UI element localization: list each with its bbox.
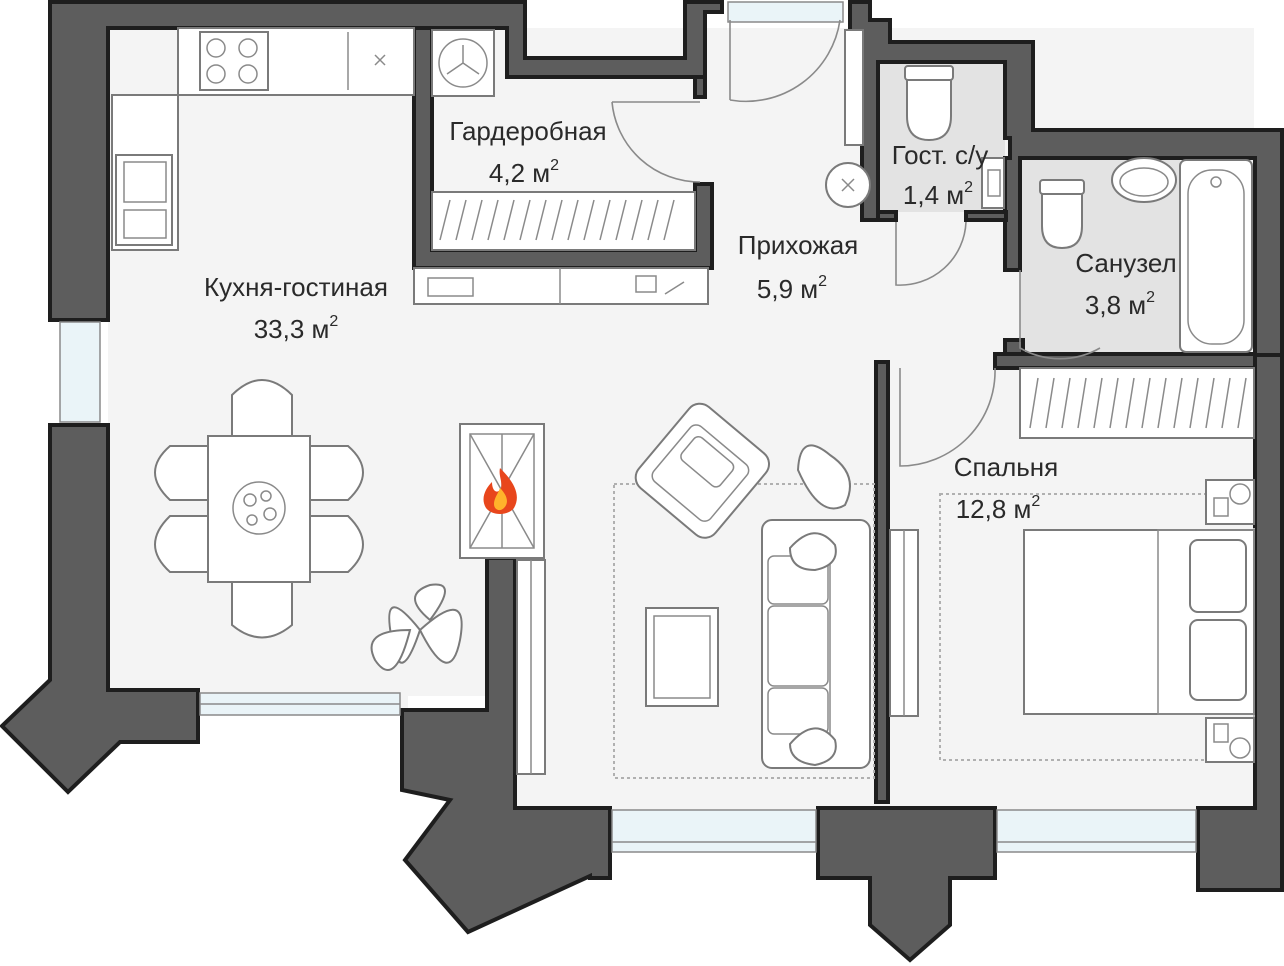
room-area-guest-wc: 1,4 м2: [903, 179, 973, 210]
pouf: [796, 444, 851, 510]
guest-toilet: [906, 79, 952, 142]
fireplace: [459, 423, 545, 559]
window-living: [611, 809, 817, 853]
room-area-kitchen: 33,3 м2: [254, 313, 339, 344]
kitchen-furniture: [111, 27, 871, 305]
room-area-wardrobe: 4,2 м2: [489, 157, 559, 188]
bedroom-wardrobe: [1019, 367, 1255, 439]
room-area-bedroom: 12,8 м2: [956, 493, 1041, 524]
tv-console: [516, 559, 546, 775]
room-area-bathroom: 3,8 м2: [1085, 289, 1155, 320]
dining-set: [154, 379, 364, 639]
room-name-bathroom: Санузел: [1075, 248, 1176, 278]
room-name-hall: Прихожая: [738, 230, 858, 260]
bathroom-fixtures: [1039, 157, 1253, 353]
bathtub: [1179, 159, 1253, 353]
living-furniture: [613, 402, 875, 779]
room-name-wardrobe: Гардеробная: [449, 116, 606, 146]
plant: [370, 583, 463, 671]
entry-door-panel: [844, 29, 864, 146]
sofa: [761, 519, 871, 769]
room-name-bedroom: Спальня: [954, 452, 1058, 482]
coffee-table: [645, 607, 719, 707]
fire-icon: [483, 468, 517, 514]
window-entry: [727, 1, 844, 23]
living-rug: [613, 483, 875, 779]
doors: [611, 19, 1101, 467]
room-area-hall: 5,9 м2: [757, 273, 827, 304]
room-labels: Кухня-гостиная 33,3 м2 Гардеробная 4,2 м…: [204, 116, 1177, 524]
room-name-kitchen: Кухня-гостиная: [204, 272, 388, 302]
bathroom-toilet: [1041, 193, 1083, 250]
window-left: [59, 321, 101, 423]
stove: [199, 31, 269, 91]
windows: [59, 1, 1197, 853]
bathroom-sink: [1111, 157, 1177, 203]
room-name-guest-wc: Гост. с/у: [892, 140, 989, 170]
bedroom-furniture: [889, 367, 1255, 763]
window-bedroom: [996, 809, 1197, 853]
guest-wc-fixtures: [904, 65, 1005, 209]
sink-kitchen: [115, 154, 173, 246]
